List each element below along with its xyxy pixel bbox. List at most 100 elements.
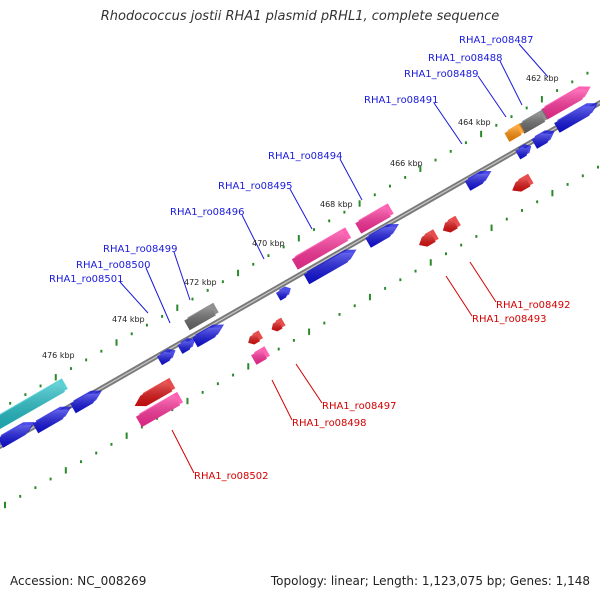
gene-label-ro08495[interactable]: RHA1_ro08495 [218, 181, 293, 192]
cds-ro08493-shading [442, 218, 458, 233]
cds-left-2-shading [32, 409, 69, 434]
gene-label-ro08488[interactable]: RHA1_ro08488 [428, 53, 503, 64]
gene-label-ro08499[interactable]: RHA1_ro08499 [103, 244, 178, 255]
kbp-labels: 462 kbp 464 kbp 466 kbp 468 kbp 470 kbp … [42, 74, 559, 360]
kbp-label: 472 kbp [184, 278, 217, 287]
cds-ro08487[interactable] [554, 103, 599, 133]
gene-label-ro08502[interactable]: RHA1_ro08502 [194, 471, 269, 482]
feature-layer [0, 86, 599, 448]
rna-ro08487[interactable] [541, 86, 591, 120]
cds-ro08496[interactable] [275, 286, 291, 301]
pseudo-ro08500[interactable] [184, 302, 219, 331]
cds-red-a-shading [419, 232, 436, 247]
accession-text: Accession: NC_008269 [10, 574, 147, 588]
leader-ro08489 [477, 75, 507, 118]
leader-ro08502 [171, 429, 195, 474]
gene-label-ro08493[interactable]: RHA1_ro08493 [472, 314, 547, 325]
leader-ro08497 [295, 363, 323, 404]
cds-ro08492-shading [512, 176, 531, 192]
gene-label-ro08498[interactable]: RHA1_ro08498 [292, 418, 367, 429]
pseudo-ro08488[interactable] [518, 109, 549, 134]
gene-label-ro08489[interactable]: RHA1_ro08489 [404, 69, 479, 80]
leader-ro08496 [241, 214, 265, 260]
leader-ro08499 [173, 251, 191, 301]
cds-ro08495[interactable] [303, 249, 357, 285]
rna-ro08502-shading [135, 394, 181, 428]
leader-ro08487 [518, 43, 549, 78]
pseudo-ro08488-shading [518, 112, 546, 134]
cds-ro08488[interactable] [515, 144, 532, 160]
rna-ro08495-shading [291, 230, 349, 270]
pseudo-ro08500-shading [184, 305, 216, 331]
orange-ro08489[interactable] [504, 123, 525, 142]
kbp-label: 462 kbp [526, 74, 559, 83]
gene-label-ro08491[interactable]: RHA1_ro08491 [364, 95, 439, 106]
rna-ro08494-shading [355, 206, 391, 234]
cds-left-2[interactable] [32, 406, 72, 434]
cds-ro08498[interactable] [248, 330, 264, 345]
cyan-left-shading [0, 381, 65, 429]
cds-ro08489-shading [531, 133, 552, 149]
leader-ro08492 [469, 261, 497, 303]
tick-track-top [9, 71, 589, 405]
cds-red-a[interactable] [419, 229, 439, 247]
cyan-left[interactable] [0, 378, 68, 430]
gene-label-ro08500[interactable]: RHA1_ro08500 [76, 260, 151, 271]
cds-left-3[interactable] [70, 390, 103, 414]
leader-ro08498 [271, 379, 293, 421]
kbp-label: 470 kbp [252, 239, 285, 248]
cds-ro08499[interactable] [192, 324, 225, 348]
leader-ro08500 [145, 267, 171, 324]
gene-label-ro08494[interactable]: RHA1_ro08494 [268, 151, 343, 162]
cds-ro08498-shading [248, 333, 261, 345]
kbp-label: 468 kbp [320, 200, 353, 209]
kbp-label: 466 kbp [390, 159, 423, 168]
orange-ro08489-shading [504, 126, 522, 142]
cds-left-1[interactable] [0, 422, 35, 448]
rna-ro08494[interactable] [355, 203, 394, 234]
gene-label-ro08501[interactable]: RHA1_ro08501 [49, 274, 124, 285]
genome-summary-text: Topology: linear; Length: 1,123,075 bp; … [270, 574, 590, 588]
rna-ro08498-shading [251, 349, 267, 365]
map-title: Rhodococcus jostii RHA1 plasmid pRHL1, c… [100, 9, 500, 24]
cds-left-1-shading [0, 425, 32, 448]
cds-ro08491[interactable] [464, 171, 492, 191]
cds-left-3-shading [70, 393, 100, 414]
cds-ro08501-shading [157, 351, 173, 366]
cds-ro08499-shading [192, 327, 222, 348]
gene-label-ro08496[interactable]: RHA1_ro08496 [170, 207, 245, 218]
cds-ro08500[interactable] [177, 337, 196, 354]
cds-ro08491-shading [464, 174, 489, 191]
cds-ro08497[interactable] [271, 317, 286, 332]
leader-ro08491 [433, 102, 463, 145]
rna-ro08498[interactable] [251, 346, 270, 365]
kbp-label: 464 kbp [458, 118, 491, 127]
cds-ro08501[interactable] [157, 348, 176, 366]
cds-ro08488-shading [515, 147, 529, 160]
leader-ro08495 [289, 188, 313, 230]
cds-ro08502-shading [134, 380, 173, 407]
leader-ro08488 [499, 60, 523, 106]
cds-ro08493[interactable] [442, 215, 461, 233]
forward-gene-labels: RHA1_ro08487 RHA1_ro08488 RHA1_ro08489 R… [49, 35, 534, 285]
label-leader-lines [119, 43, 549, 474]
gene-label-ro08487[interactable]: RHA1_ro08487 [459, 35, 534, 46]
kbp-label: 474 kbp [112, 315, 145, 324]
cds-ro08495-shading [303, 252, 354, 285]
leader-ro08494 [339, 158, 363, 201]
gene-label-ro08492[interactable]: RHA1_ro08492 [496, 300, 571, 311]
rna-ro08487-shading [541, 89, 588, 120]
leader-ro08493 [445, 275, 473, 317]
kbp-label: 476 kbp [42, 351, 75, 360]
cds-ro08502[interactable] [134, 377, 176, 407]
cds-ro08489[interactable] [531, 130, 555, 149]
cds-ro08492[interactable] [512, 173, 534, 192]
rna-ro08495[interactable] [291, 227, 352, 270]
reverse-gene-labels: RHA1_ro08492 RHA1_ro08493 RHA1_ro08497 R… [194, 300, 571, 482]
cds-ro08494[interactable] [365, 224, 399, 248]
cds-ro08487-shading [554, 106, 596, 133]
cds-ro08497-shading [271, 320, 283, 332]
rna-ro08502[interactable] [135, 391, 184, 428]
gene-label-ro08497[interactable]: RHA1_ro08497 [322, 401, 397, 412]
